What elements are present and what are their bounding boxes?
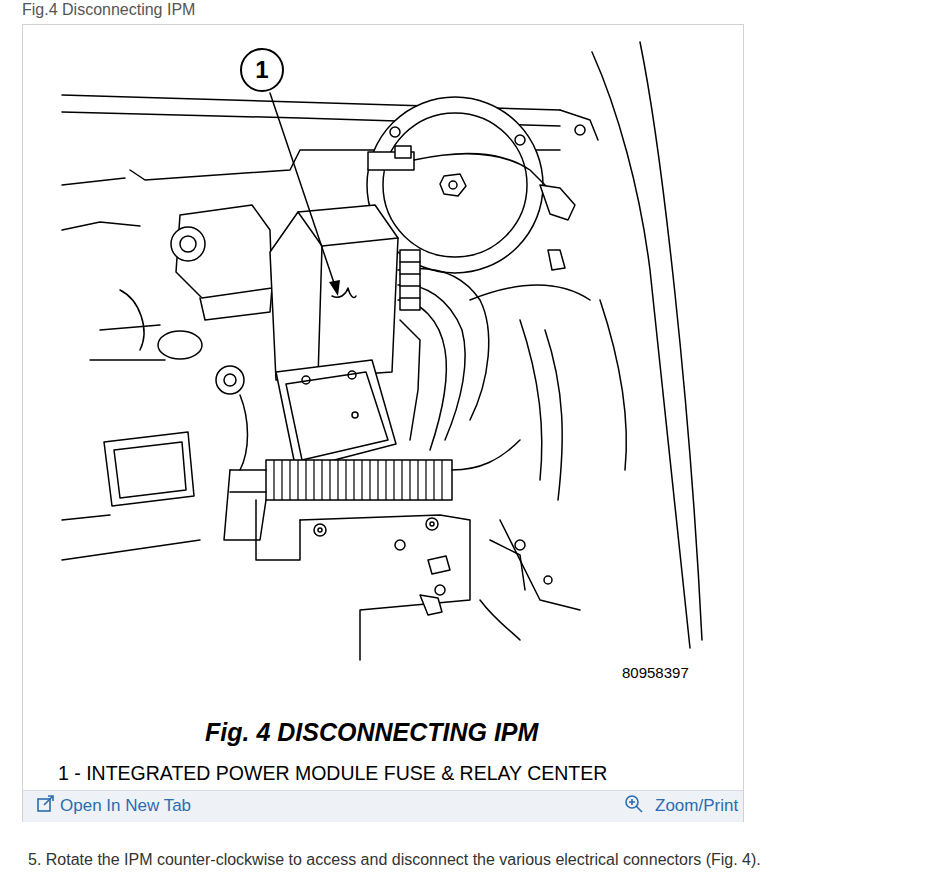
legend-line: 1 - INTEGRATED POWER MODULE FUSE & RELAY… xyxy=(58,762,607,785)
zoom-print-link: Zoom/Print xyxy=(655,796,738,816)
callout-circle: 1 xyxy=(240,48,284,92)
callout-number: 1 xyxy=(255,56,268,84)
figure-number: 80958397 xyxy=(622,664,689,681)
figure-title: Fig.4 Disconnecting IPM xyxy=(22,1,195,19)
open-tab-link: Open In New Tab xyxy=(60,796,191,816)
step-text: 5. Rotate the IPM counter-clockwise to a… xyxy=(28,851,761,869)
figure-caption: Fig. 4 DISCONNECTING IPM xyxy=(205,718,538,747)
